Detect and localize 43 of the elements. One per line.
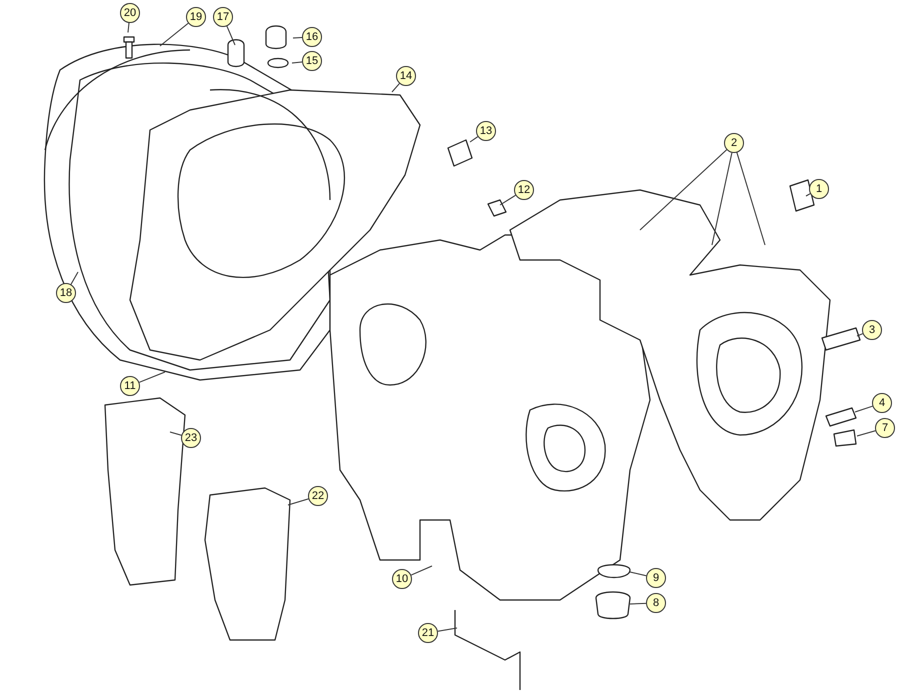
callout-number: 1: [809, 179, 829, 199]
leader-line: [854, 406, 874, 412]
callout-number: 4: [872, 393, 892, 413]
leader-line: [226, 26, 236, 46]
leader-line: [630, 602, 646, 604]
leader-line: [128, 22, 130, 33]
callout-number: 21: [418, 623, 438, 643]
callout-number: 2: [724, 133, 744, 153]
callout-number: 20: [120, 3, 140, 23]
leader-line: [392, 83, 400, 92]
callout-number: 16: [302, 27, 322, 47]
leader-line: [856, 430, 876, 436]
callout-number: 8: [646, 593, 666, 613]
callout-number: 15: [302, 51, 322, 71]
callout-number: 18: [56, 283, 76, 303]
callout-number: 3: [862, 320, 882, 340]
callout-number: 14: [396, 66, 416, 86]
leader-line: [712, 152, 732, 246]
leader-line: [500, 194, 516, 206]
callout-number: 13: [476, 121, 496, 141]
callout-number: 11: [120, 376, 140, 396]
callout-number: 19: [186, 7, 206, 27]
leader-line: [138, 372, 166, 383]
leader-line: [410, 566, 432, 576]
leader-line: [292, 62, 303, 64]
callout-number: 7: [875, 418, 895, 438]
callout-number: 12: [514, 180, 534, 200]
leader-line: [70, 272, 78, 285]
leader-line: [470, 136, 478, 142]
leader-line: [288, 498, 309, 506]
leader-line: [630, 572, 647, 576]
leader-line: [170, 432, 182, 436]
leader-line: [292, 37, 303, 38]
leader-line: [160, 22, 189, 46]
callout-number: 17: [213, 7, 233, 27]
leader-line: [806, 193, 811, 196]
callout-number: 9: [646, 568, 666, 588]
callout-number: 22: [308, 486, 328, 506]
leader-line: [640, 149, 728, 230]
callout-number: 10: [392, 569, 412, 589]
leader-line: [736, 152, 766, 246]
leader-line: [437, 628, 458, 632]
callout-number: 23: [181, 428, 201, 448]
